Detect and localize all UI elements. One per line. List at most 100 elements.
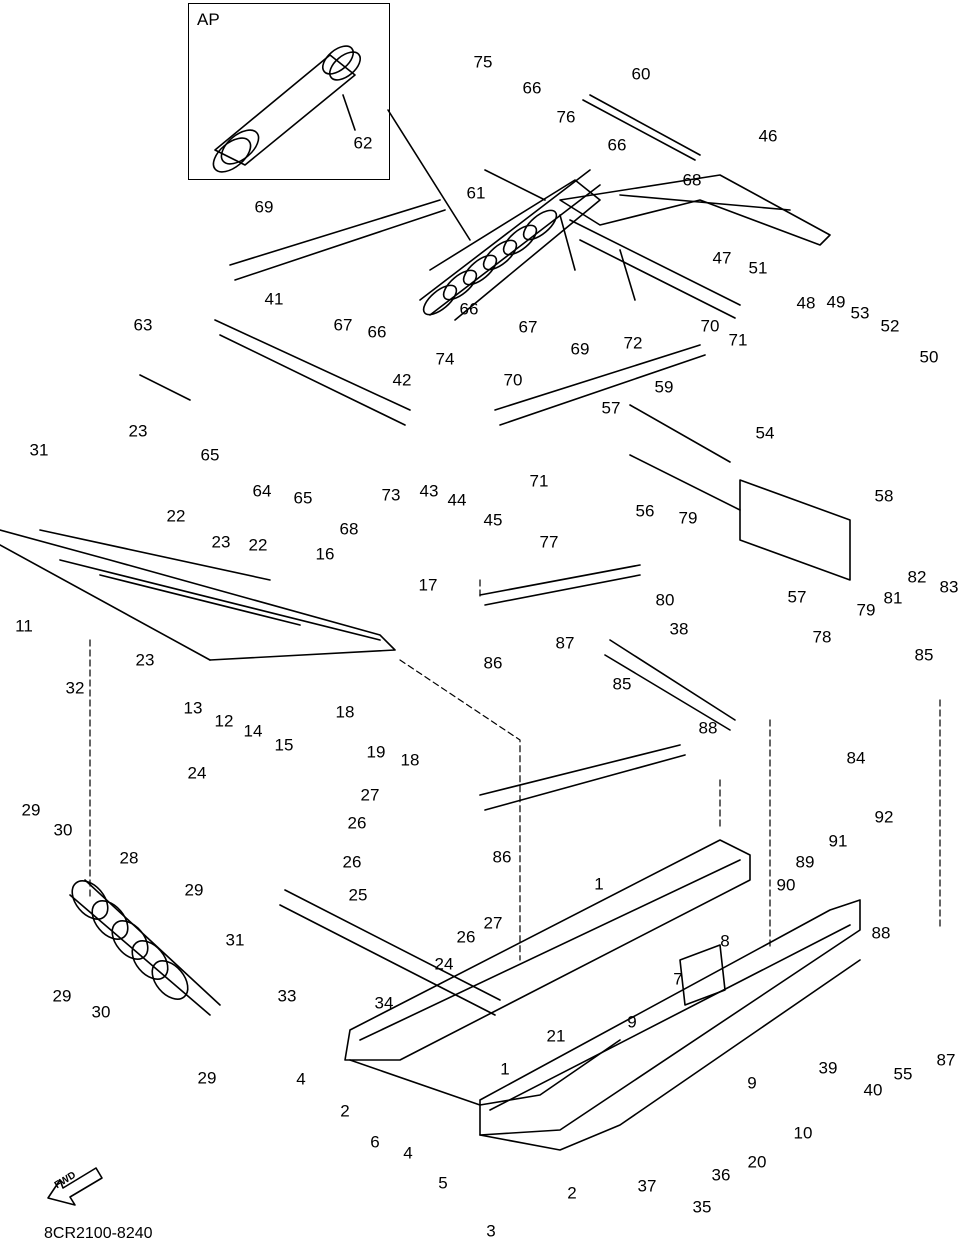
callout-c6: 6 — [370, 1132, 380, 1152]
callout-c26a: 26 — [347, 813, 367, 833]
callout-c31b: 31 — [225, 930, 245, 950]
callout-c48: 48 — [796, 293, 816, 313]
callout-c87a: 87 — [555, 633, 575, 653]
callout-c75: 75 — [473, 52, 493, 72]
callout-c30a: 30 — [53, 820, 73, 840]
callout-c66c: 66 — [367, 322, 387, 342]
callout-c88a: 88 — [698, 718, 718, 738]
callout-c46: 46 — [758, 126, 778, 146]
callout-c10: 10 — [793, 1123, 813, 1143]
callout-c50: 50 — [919, 347, 939, 367]
callout-c31a: 31 — [29, 440, 49, 460]
callout-c18a: 18 — [335, 702, 355, 722]
callout-c92: 92 — [874, 807, 894, 827]
callout-c26b: 26 — [342, 852, 362, 872]
callout-c8: 8 — [720, 931, 730, 951]
callout-c24b: 24 — [434, 954, 454, 974]
callout-c85b: 85 — [914, 645, 934, 665]
inset-label: AP — [197, 10, 220, 29]
callout-c23a: 23 — [128, 421, 148, 441]
callout-c29b: 29 — [184, 880, 204, 900]
callout-c39: 39 — [818, 1058, 838, 1078]
callout-c67b: 67 — [518, 317, 538, 337]
callout-c13: 13 — [183, 698, 203, 718]
callout-c38: 38 — [669, 619, 689, 639]
callout-c83: 83 — [939, 577, 959, 597]
callout-c53: 53 — [850, 303, 870, 323]
callout-c41: 41 — [264, 289, 284, 309]
callout-c15: 15 — [274, 735, 294, 755]
rod-69-upper — [229, 199, 446, 281]
callout-c49: 49 — [826, 292, 846, 312]
callout-c34: 34 — [374, 993, 394, 1013]
callout-c70a: 70 — [700, 316, 720, 336]
callout-c74: 74 — [435, 349, 455, 369]
callout-c78: 78 — [812, 627, 832, 647]
shaft-38 — [604, 639, 736, 731]
bolt-63 — [139, 374, 191, 401]
slide-rail-1-right — [479, 899, 861, 1151]
callout-c85a: 85 — [612, 674, 632, 694]
slide-rail-1-left — [344, 839, 751, 1106]
callout-c55: 55 — [893, 1064, 913, 1084]
callout-c37: 37 — [637, 1176, 657, 1196]
callout-c44: 44 — [447, 490, 467, 510]
arm-34 — [279, 889, 501, 1016]
shafts-59-56 — [629, 404, 741, 511]
callout-c84: 84 — [846, 748, 866, 768]
callout-c45: 45 — [483, 510, 503, 530]
callout-c40: 40 — [863, 1080, 883, 1100]
callout-c12: 12 — [214, 711, 234, 731]
figure-code: 8CR2100-8240 — [44, 1225, 153, 1242]
rear-shock-61 — [419, 169, 601, 321]
callout-c54: 54 — [755, 423, 775, 443]
callout-c1b: 1 — [500, 1059, 510, 1079]
callout-c23b: 23 — [211, 532, 231, 552]
callout-c66d: 66 — [459, 299, 479, 319]
callout-c71a: 71 — [728, 330, 748, 350]
callout-c42: 42 — [392, 370, 412, 390]
inset-ap: AP — [188, 3, 390, 180]
callout-c2b: 2 — [567, 1183, 577, 1203]
callout-c77: 77 — [539, 532, 559, 552]
callout-c19: 19 — [366, 742, 386, 762]
callout-c22a: 22 — [166, 506, 186, 526]
callout-c21: 21 — [546, 1026, 566, 1046]
callout-c30b: 30 — [91, 1002, 111, 1022]
callout-c9b: 9 — [747, 1073, 757, 1093]
callout-c27a: 27 — [360, 785, 380, 805]
callout-c65a: 65 — [200, 445, 220, 465]
callout-c71b: 71 — [529, 471, 549, 491]
callout-c18b: 18 — [400, 750, 420, 770]
callout-c76: 76 — [556, 107, 576, 127]
callout-c20: 20 — [747, 1152, 767, 1172]
shaft-41 — [214, 319, 411, 426]
callout-c87b: 87 — [936, 1050, 956, 1070]
callout-c64: 64 — [252, 481, 272, 501]
callout-c65b: 65 — [293, 488, 313, 508]
callout-c89: 89 — [795, 852, 815, 872]
rear-arm-46 — [559, 174, 831, 319]
callout-c66b: 66 — [607, 135, 627, 155]
callout-c2a: 2 — [340, 1101, 350, 1121]
callout-c1a: 1 — [594, 874, 604, 894]
callout-c27b: 27 — [483, 913, 503, 933]
callout-c73: 73 — [381, 485, 401, 505]
callout-c88b: 88 — [871, 923, 891, 943]
callout-c3: 3 — [486, 1221, 496, 1241]
callout-c69b: 69 — [570, 339, 590, 359]
callout-c68a: 68 — [682, 170, 702, 190]
callout-c51: 51 — [748, 258, 768, 278]
callout-c86b: 86 — [492, 847, 512, 867]
boot-part-62 — [212, 45, 362, 173]
callout-c69a: 69 — [254, 197, 274, 217]
callout-c25: 25 — [348, 885, 368, 905]
front-arm-11 — [0, 529, 396, 661]
damper-88 — [479, 744, 686, 811]
callout-c43: 43 — [419, 481, 439, 501]
callout-c60: 60 — [631, 64, 651, 84]
callout-c62: 62 — [353, 133, 373, 153]
callout-c47: 47 — [712, 248, 732, 268]
callout-c79a: 79 — [678, 508, 698, 528]
